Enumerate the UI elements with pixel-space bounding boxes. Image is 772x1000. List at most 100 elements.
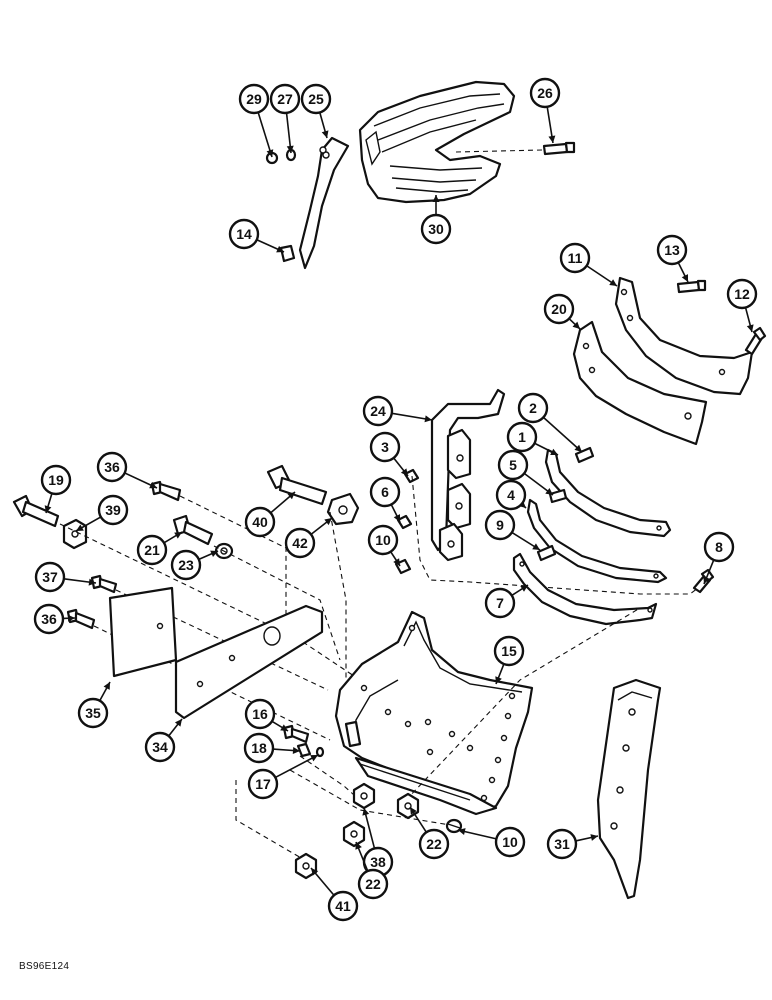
callout-23: 23 <box>170 549 219 581</box>
callout-circle <box>546 828 578 860</box>
callout-circle <box>656 234 688 266</box>
callout-number: 24 <box>370 403 386 419</box>
callout-number: 41 <box>335 898 351 914</box>
callout-number: 14 <box>236 226 252 242</box>
callout-number: 27 <box>277 91 293 107</box>
callout-circle <box>40 464 72 496</box>
leader-arrowhead <box>520 585 528 592</box>
callout-circle <box>506 421 538 453</box>
callout-circle <box>34 561 66 593</box>
bolt-21-shape <box>172 514 214 546</box>
leader-arrowhead <box>174 719 182 727</box>
callout-number: 3 <box>381 439 389 455</box>
leader-line <box>275 754 319 779</box>
lower-assembly-path-4 <box>289 769 457 827</box>
callout-number: 36 <box>41 611 57 627</box>
callout-circle <box>484 587 516 619</box>
callout-circle <box>543 293 575 325</box>
lower-assembly-path-2 <box>405 607 641 801</box>
callout-10: 10 <box>367 524 401 567</box>
callout-number: 19 <box>48 472 64 488</box>
plate-35-shape <box>108 586 178 678</box>
callout-1: 1 <box>506 421 559 456</box>
callout-22: 22 <box>409 806 450 860</box>
callout-29: 29 <box>238 83 274 158</box>
bolt-36-upper-shape <box>150 480 182 502</box>
callout-18: 18 <box>243 732 301 764</box>
callout-15: 15 <box>493 635 525 685</box>
callout-circle <box>703 531 735 563</box>
nut-18-shape <box>296 742 312 758</box>
callout-circle <box>369 476 401 508</box>
leader-arrowhead <box>287 492 295 500</box>
leader-arrowhead <box>681 274 688 282</box>
callout-circle <box>244 698 276 730</box>
callout-31: 31 <box>546 828 599 860</box>
callout-circle <box>493 635 525 667</box>
callout-9: 9 <box>484 509 541 551</box>
callout-circle <box>136 534 168 566</box>
callout-number: 1 <box>518 429 526 445</box>
leader-arrowhead <box>432 195 440 202</box>
callout-40: 40 <box>244 491 296 538</box>
washer-42-shape <box>326 492 360 526</box>
callout-circle <box>367 524 399 556</box>
callout-number: 18 <box>251 740 267 756</box>
callout-circle <box>244 506 276 538</box>
leader-arrowhead <box>550 448 558 455</box>
callout-number: 25 <box>308 91 324 107</box>
leader-arrowhead <box>495 676 502 684</box>
callout-number: 20 <box>551 301 567 317</box>
callout-circle <box>495 479 527 511</box>
left-assembly-path-6 <box>329 511 347 680</box>
leader-arrowhead <box>545 488 553 495</box>
callout-number: 21 <box>144 542 160 558</box>
leader-arrowhead <box>393 558 400 566</box>
callout-circle <box>284 527 316 559</box>
callout-number: 29 <box>246 91 262 107</box>
leader-arrowhead <box>280 724 288 731</box>
callout-circle <box>269 83 301 115</box>
callout-circle <box>97 494 129 526</box>
shield-30-shape <box>358 80 516 204</box>
callout-21: 21 <box>136 531 183 566</box>
nut-6-shape <box>396 514 413 530</box>
callout-circle <box>362 395 394 427</box>
leader-arrowhead <box>590 834 598 841</box>
callout-6: 6 <box>369 476 401 523</box>
callout-number: 31 <box>554 836 570 852</box>
leader-arrowhead <box>574 444 582 452</box>
callout-37: 37 <box>34 561 97 593</box>
plate-20-shape <box>572 320 708 446</box>
leader-arrowhead <box>410 807 417 815</box>
leader-line <box>542 416 583 453</box>
leader-arrowhead <box>76 524 84 531</box>
callout-number: 17 <box>255 776 271 792</box>
callout-number: 7 <box>496 595 504 611</box>
leader-arrowhead <box>88 578 96 586</box>
callout-10: 10 <box>457 826 526 858</box>
bolt-8-shape <box>692 568 715 594</box>
callout-8: 8 <box>703 531 735 585</box>
callout-number: 22 <box>365 876 381 892</box>
callout-circle <box>170 549 202 581</box>
callout-27: 27 <box>269 83 301 154</box>
bolt-26-shape <box>542 141 576 156</box>
callout-circle <box>144 731 176 763</box>
callout-circle <box>96 451 128 483</box>
callout-number: 42 <box>292 535 308 551</box>
leader-arrowhead <box>532 543 540 550</box>
callout-41: 41 <box>310 867 359 922</box>
callout-3: 3 <box>369 431 409 477</box>
leader-arrowhead <box>149 481 157 489</box>
callout-number: 34 <box>152 739 168 755</box>
bolt-37-shape <box>90 574 118 594</box>
leader-arrowhead <box>746 324 754 332</box>
bracket-25-shape <box>298 136 350 270</box>
leader-arrowhead <box>292 746 300 754</box>
blade-31-shape <box>596 678 662 900</box>
callout-number: 13 <box>664 242 680 258</box>
nut-38-shape <box>352 782 376 810</box>
